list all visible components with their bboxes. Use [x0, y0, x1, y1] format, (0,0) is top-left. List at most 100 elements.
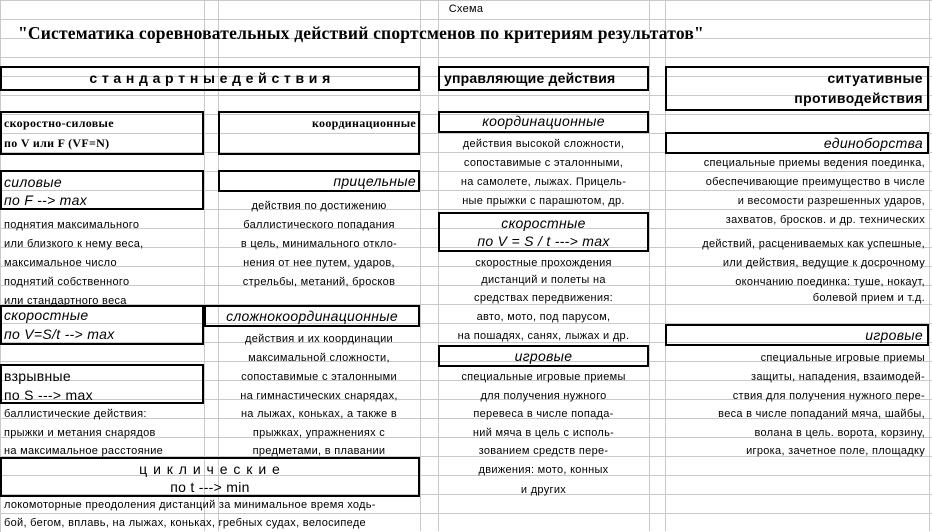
control-speed-line: на пошадях, санях, лыжах и др. [457, 330, 630, 342]
control-game-title: игровые [514, 348, 573, 364]
speed-title: скоростные [4, 307, 89, 323]
cyclic-box [0, 457, 420, 497]
targeted-line: действия по достижению [251, 200, 387, 212]
targeted-line: нения от нее путем, ударов, [243, 257, 395, 269]
speed-power-formula: по V или F (VF=N) [4, 136, 110, 150]
martial-line: болевой прием и т.д. [812, 292, 925, 304]
complex-line: прыжках, упражнениях с [252, 427, 386, 439]
martial-line: и весомости разрешенных ударов, [737, 195, 925, 207]
control-speed-title: скоростные [501, 215, 586, 231]
standard-actions-header-box [0, 66, 420, 91]
power-line: или близкого к нему веса, [4, 238, 144, 250]
control-game-line: и других [520, 484, 567, 496]
game-line: веса в числе попаданий мяча, шайбы, [718, 408, 925, 420]
martial-line: обеспечивающие преимущество в числе [705, 176, 925, 188]
power-line: или стандартного веса [4, 295, 127, 307]
cyclic-formula: по t ---> min [170, 479, 250, 495]
complex-line: на лыжах, коньках, а также в [240, 408, 398, 420]
martial-line: захватов, бросков. и др. технических [725, 214, 925, 226]
complex-line: на гимнастических снарядах, [240, 390, 398, 402]
control-speed-box [438, 212, 649, 252]
complex-coordination-box [204, 305, 420, 327]
martial-line: окончанию поединка: туше, нокаут, [735, 276, 925, 288]
power-line: поднятий собственного [4, 276, 130, 288]
cyclic-line: бой, бегом, вплавь, на лыжах, коньках, г… [4, 517, 366, 529]
complex-line: предметами, в плавании [252, 445, 386, 457]
standard-actions-header: с т а н д а р т н ы е д е й с т в и я [89, 70, 331, 86]
control-game-line: ний мяча в цель с исполь- [472, 427, 615, 439]
control-coordination-line: действия высокой сложности, [462, 138, 625, 150]
grid-line [649, 0, 650, 531]
grid-line [204, 0, 205, 531]
complex-line: сопоставимые с эталонными [241, 371, 397, 383]
power-formula: по F --> max [4, 192, 88, 208]
control-game-line: специальные игровые приемы [461, 371, 626, 383]
targeted-line: в цель, минимального откло- [240, 238, 398, 250]
control-coordination-line: на самолете, лыжах. Прицель- [460, 176, 627, 188]
power-line: максимальное число [4, 257, 117, 269]
cyclic-title: ц и к л и ч е с к и е [139, 461, 281, 477]
grid-line [929, 0, 930, 531]
control-speed-line: средствах передвижения: [474, 292, 613, 304]
control-speed-line: авто, мото, под парусом, [476, 311, 611, 323]
control-game-line: движения: мото, конных [478, 464, 609, 476]
control-game-line: для получения нужного [480, 390, 607, 402]
targeted-line: баллистического попадания [243, 219, 395, 231]
martial-line: или действия, ведущие к досрочному [722, 257, 925, 269]
speed-power-box [0, 111, 204, 155]
grid-line [438, 0, 439, 531]
grid-line [218, 0, 219, 531]
complex-line: действия и их координации [244, 333, 393, 345]
speed-formula: по V=S/t --> max [4, 326, 115, 342]
targeted-line: стрельбы, метаний, бросков [242, 276, 396, 288]
complex-coordination-title: сложнокоординационные [226, 308, 398, 324]
sheet-caption: Схема [448, 3, 484, 15]
control-actions-header-box [438, 66, 649, 91]
explosive-line: прыжки и метания снарядов [4, 427, 156, 439]
grid-line [665, 0, 666, 531]
control-speed-line: дистанций и полеты на [481, 274, 606, 286]
martial-line: специальные приемы ведения поединка, [703, 157, 925, 169]
targeted-box [218, 170, 420, 192]
speed-power-title: скоростно-силовые [4, 116, 114, 130]
targeted-title: прицельные [333, 173, 416, 189]
martial-arts-title: единоборства [823, 135, 923, 151]
power-box [0, 170, 204, 210]
sheet-title: "Систематика соревновательных действий с… [18, 23, 704, 43]
cyclic-line: локомоторные преодоления дистанций за ми… [4, 499, 376, 511]
control-speed-line: скоростные прохождения [475, 257, 612, 269]
control-actions-header: управляющие действия [444, 70, 616, 86]
coordination-title: координационные [311, 116, 416, 130]
control-coordination-line: сопоставимые с эталонными, [463, 157, 624, 169]
game-line: игрока, зачетное поле, площадку [746, 445, 925, 457]
grid-line [420, 0, 421, 531]
control-game-box [438, 345, 649, 367]
power-title: силовые [4, 174, 62, 190]
game-line: волана в цель. ворота, корзину, [754, 427, 925, 439]
control-coordination-line: ные прыжки с парашютом, др. [462, 195, 625, 207]
game-title: игровые [865, 327, 923, 343]
complex-line: максимальной сложности, [248, 352, 390, 364]
game-line: защиты, нападения, взаимодей- [750, 371, 925, 383]
situational-header-box [665, 66, 929, 111]
control-game-line: зованием средств пере- [478, 445, 609, 457]
situational-header-line: противодействия [794, 90, 923, 106]
power-line: поднятия максимального [4, 219, 140, 231]
explosive-line: баллистические действия: [4, 408, 147, 420]
explosive-formula: по S ---> max [4, 387, 93, 403]
explosive-box [0, 364, 204, 404]
coordination-box [218, 111, 420, 155]
game-line: ствия для получения нужного пере- [732, 390, 925, 402]
martial-arts-box [665, 132, 929, 154]
control-game-line: перевеса в числе попада- [473, 408, 614, 420]
explosive-line: на максимальное расстояние [4, 445, 164, 457]
game-line: специальные игровые приемы [760, 352, 925, 364]
game-box [665, 324, 929, 346]
martial-line: действий, расцениваемых как успешные, [702, 238, 925, 250]
explosive-title: взрывные [4, 368, 71, 384]
grid-line [0, 0, 1, 531]
control-coordination-title: координационные [482, 113, 605, 129]
control-coordination-box [438, 111, 649, 133]
control-speed-formula: по V = S / t ---> max [477, 233, 610, 249]
situational-header-line: ситуативные [827, 70, 923, 86]
